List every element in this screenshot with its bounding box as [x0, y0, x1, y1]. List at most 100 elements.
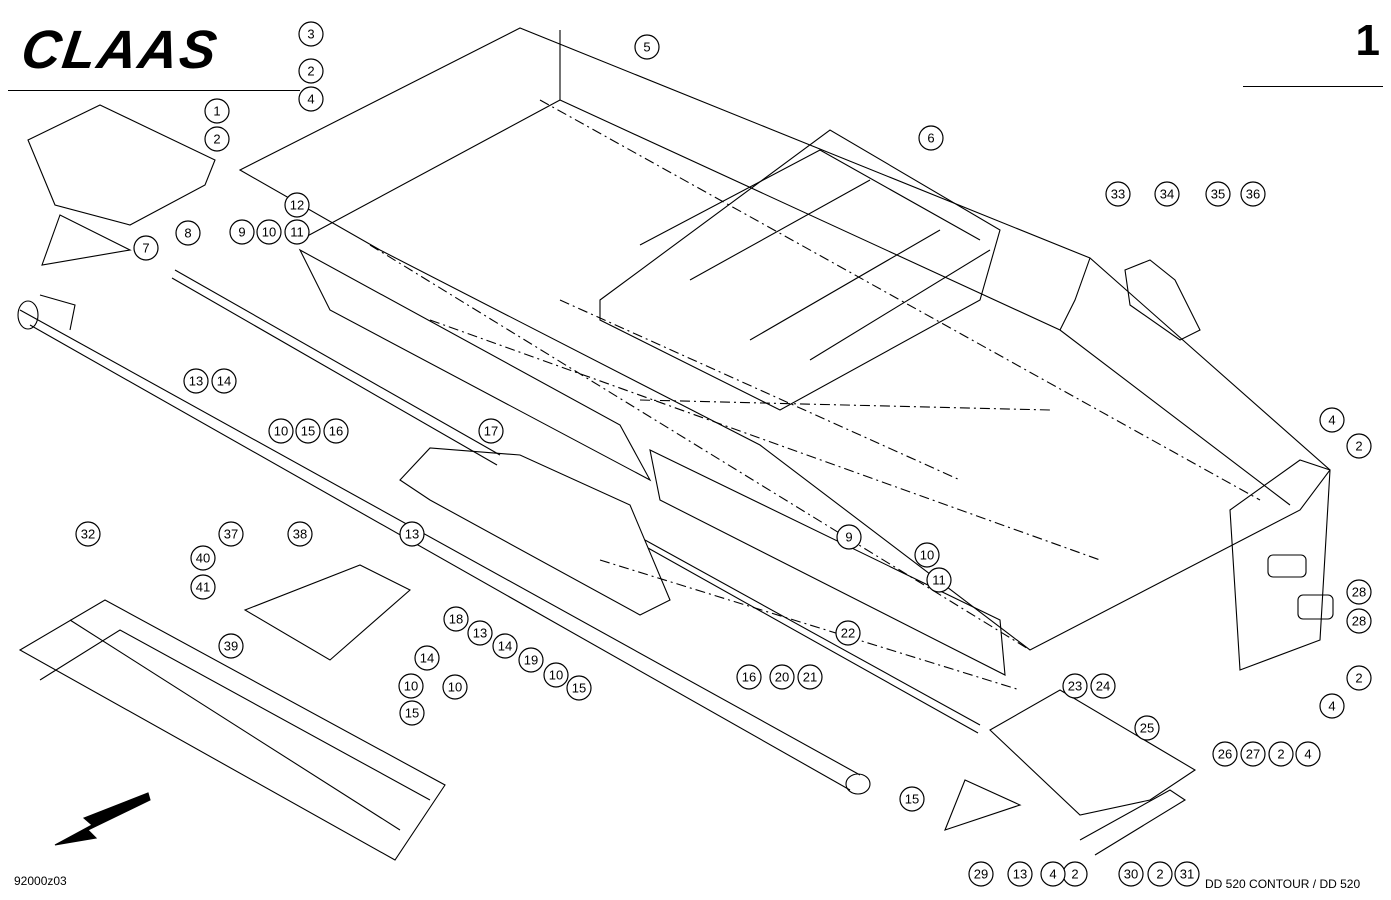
callout-37: 37: [218, 521, 244, 547]
callout-38: 38: [287, 521, 313, 547]
bracket-33: [1124, 259, 1201, 341]
callout-33: 33: [1105, 181, 1131, 207]
callout-10: 10: [256, 219, 282, 245]
callout-39: 39: [218, 633, 244, 659]
callout-13: 13: [183, 368, 209, 394]
callout-label: 5: [643, 40, 650, 55]
callout-label: 39: [224, 639, 238, 654]
callout-6: 6: [918, 125, 944, 151]
callout-label: 9: [845, 530, 852, 545]
callout-7: 7: [133, 235, 159, 261]
callout-15: 15: [899, 786, 925, 812]
callout-label: 17: [484, 424, 498, 439]
drawing-number: 92000z03: [14, 874, 67, 888]
callout-label: 19: [524, 653, 538, 668]
callout-label: 11: [932, 573, 946, 588]
callout-2: 2: [1268, 741, 1294, 767]
callout-label: 30: [1124, 867, 1138, 882]
callout-12: 12: [284, 192, 310, 218]
callout-14: 14: [492, 633, 518, 659]
callout-label: 14: [217, 374, 231, 389]
callout-9: 9: [836, 524, 862, 550]
panel-24: [989, 689, 1197, 816]
callout-label: 28: [1352, 585, 1366, 600]
callout-label: 28: [1352, 614, 1366, 629]
callout-label: 4: [1328, 413, 1335, 428]
tube-end: [17, 300, 39, 330]
callout-14: 14: [414, 645, 440, 671]
callout-4: 4: [1319, 693, 1345, 719]
callout-23: 23: [1062, 673, 1088, 699]
callout-24: 24: [1090, 673, 1116, 699]
callout-26: 26: [1212, 741, 1238, 767]
callout-label: 33: [1111, 187, 1125, 202]
callout-label: 15: [301, 424, 315, 439]
callout-label: 4: [1049, 867, 1056, 882]
callout-27: 27: [1240, 741, 1266, 767]
callout-10: 10: [442, 674, 468, 700]
callout-label: 2: [1355, 439, 1362, 454]
callout-label: 15: [572, 681, 586, 696]
cross-frame: [599, 129, 1001, 411]
callout-31: 31: [1174, 861, 1200, 887]
callout-4: 4: [1040, 861, 1066, 887]
callout-label: 10: [920, 548, 934, 563]
callout-10: 10: [914, 542, 940, 568]
callout-2: 2: [1147, 861, 1173, 887]
callout-label: 10: [549, 668, 563, 683]
callout-label: 26: [1218, 747, 1232, 762]
callout-10: 10: [398, 673, 424, 699]
callout-label: 8: [184, 226, 191, 241]
callout-label: 4: [1328, 699, 1335, 714]
callout-4: 4: [298, 86, 324, 112]
callout-20: 20: [769, 664, 795, 690]
callout-label: 22: [841, 626, 855, 641]
header-rule: [8, 90, 300, 91]
page-number-rule: [1243, 86, 1383, 87]
callout-label: 37: [224, 527, 238, 542]
callout-label: 36: [1246, 187, 1260, 202]
callout-22: 22: [835, 620, 861, 646]
callout-label: 16: [742, 670, 756, 685]
callout-34: 34: [1154, 181, 1180, 207]
callout-2: 2: [1346, 665, 1372, 691]
callout-3: 3: [298, 21, 324, 47]
bracket-29: [944, 779, 1022, 831]
callout-17: 17: [478, 418, 504, 444]
callout-15: 15: [399, 700, 425, 726]
page-number: 1: [1355, 16, 1380, 65]
callout-label: 13: [473, 626, 487, 641]
callout-label: 32: [81, 527, 95, 542]
panel-38: [243, 564, 411, 661]
callout-label: 15: [405, 706, 419, 721]
callout-11: 11: [284, 219, 310, 245]
callout-label: 31: [1180, 867, 1194, 882]
callout-label: 13: [405, 527, 419, 542]
callout-9: 9: [229, 219, 255, 245]
callout-label: 24: [1096, 679, 1110, 694]
callout-label: 34: [1160, 187, 1174, 202]
callout-1: 1: [204, 98, 230, 124]
callout-10: 10: [543, 662, 569, 688]
callout-label: 14: [498, 639, 512, 654]
drawing-linework: [17, 27, 1334, 861]
callout-label: 12: [290, 198, 304, 213]
callout-35: 35: [1205, 181, 1231, 207]
callout-label: 10: [404, 679, 418, 694]
callout-label: 15: [905, 792, 919, 807]
callout-41: 41: [190, 574, 216, 600]
main-frame: [238, 27, 1331, 651]
callout-label: 11: [290, 225, 304, 240]
callout-2: 2: [1062, 861, 1088, 887]
callout-13: 13: [399, 521, 425, 547]
callout-label: 10: [274, 424, 288, 439]
callout-28: 28: [1346, 608, 1372, 634]
callout-32: 32: [75, 521, 101, 547]
callout-label: 18: [449, 612, 463, 627]
callout-label: 27: [1246, 747, 1260, 762]
callout-label: 41: [196, 580, 210, 595]
callout-40: 40: [190, 545, 216, 571]
callout-label: 2: [1277, 747, 1284, 762]
callout-2: 2: [204, 126, 230, 152]
